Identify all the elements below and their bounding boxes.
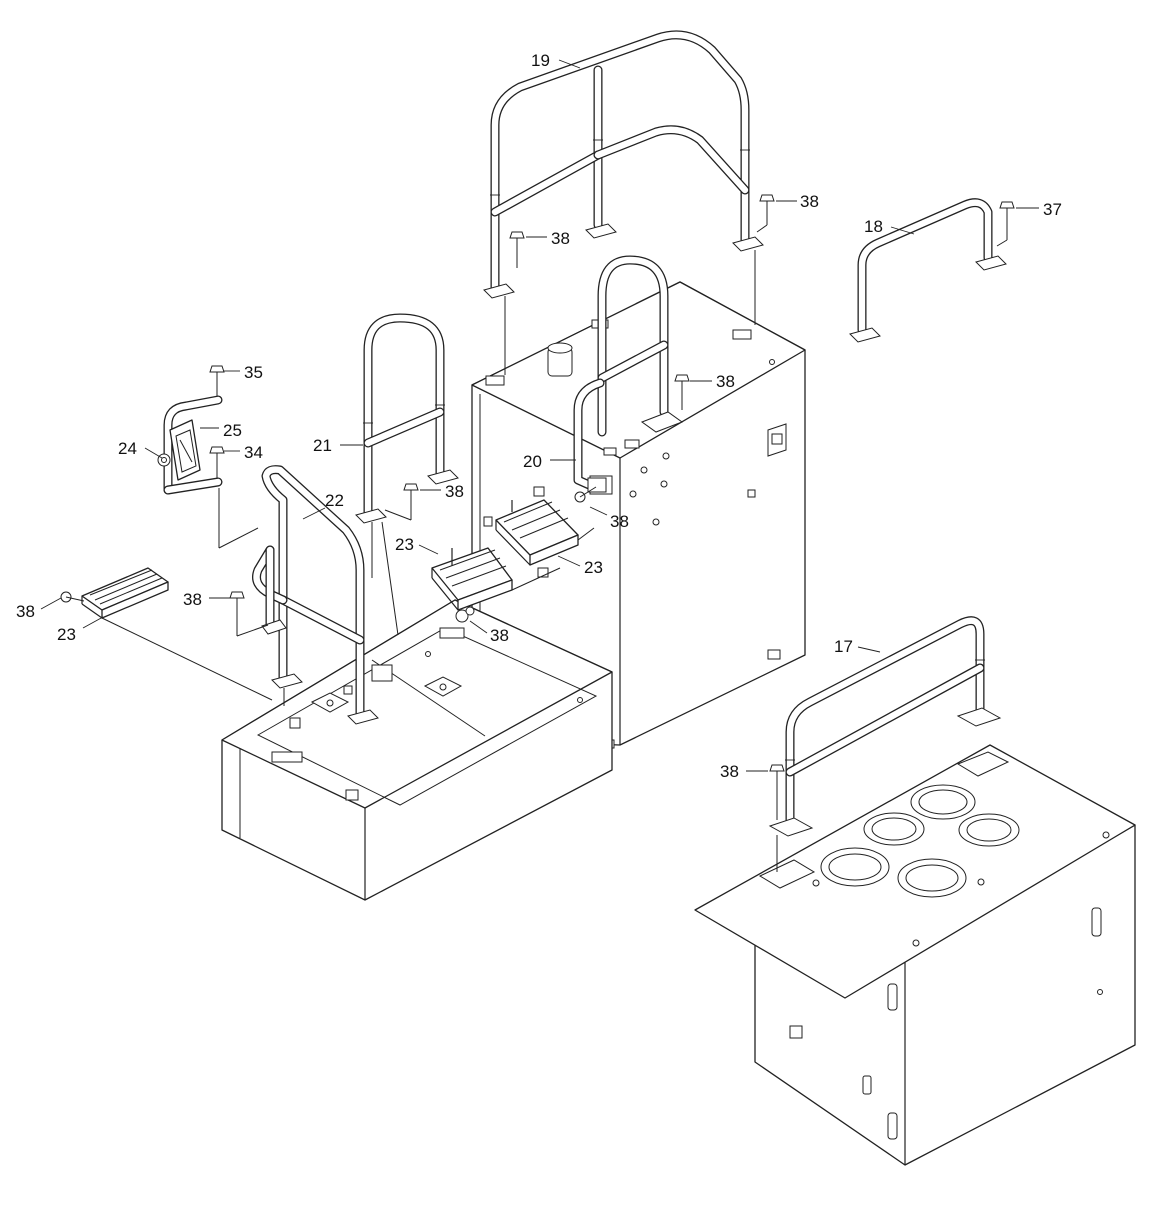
step-23-middle xyxy=(431,547,513,611)
callout-25: 25 xyxy=(223,421,242,440)
callout-19: 19 xyxy=(531,51,550,70)
callout-35: 35 xyxy=(244,363,263,382)
handrail-22 xyxy=(252,465,379,725)
callout-34: 34 xyxy=(244,443,263,462)
tall-cabinet xyxy=(471,281,806,749)
callout-20: 20 xyxy=(523,452,542,471)
low-left-box xyxy=(221,599,613,901)
bolt-38g xyxy=(60,591,85,603)
step-23-left xyxy=(81,567,169,619)
handrail-20 xyxy=(573,255,684,493)
callout-38: 38 xyxy=(720,762,739,781)
callout-38: 38 xyxy=(800,192,819,211)
handrail-18 xyxy=(849,198,1007,343)
handrail-21 xyxy=(355,313,459,636)
bolt-37 xyxy=(996,201,1015,247)
callout-38: 38 xyxy=(551,229,570,248)
callout-23: 23 xyxy=(584,558,603,577)
bolt-38a xyxy=(509,231,525,268)
callout-38: 38 xyxy=(16,602,35,621)
callout-38: 38 xyxy=(183,590,202,609)
handrail-17 xyxy=(768,616,1002,872)
callout-38: 38 xyxy=(490,626,509,645)
callout-18: 18 xyxy=(864,217,883,236)
callout-37: 37 xyxy=(1043,200,1062,219)
right-cabinet xyxy=(694,744,1136,1166)
mirror-assembly xyxy=(157,395,259,549)
callout-23: 23 xyxy=(57,625,76,644)
bolt-38f xyxy=(229,591,269,637)
bolt-38c xyxy=(674,374,690,410)
callout-38: 38 xyxy=(610,512,629,531)
bolt-38e xyxy=(574,486,597,503)
assembly-lines xyxy=(101,527,595,706)
callout-23: 23 xyxy=(395,535,414,554)
bolt-38i xyxy=(769,764,785,820)
bolt-38h xyxy=(455,606,475,623)
bolt-35 xyxy=(209,365,225,396)
callout-22: 22 xyxy=(325,491,344,510)
leader-lines xyxy=(40,59,1039,772)
step-23-right xyxy=(495,499,579,566)
bolt-34 xyxy=(209,446,225,478)
callout-labels: 19 18 37 38 38 38 38 38 38 38 38 38 35 2… xyxy=(16,51,1062,781)
bolt-group xyxy=(60,194,1015,820)
callout-38: 38 xyxy=(445,482,464,501)
bolt-38b xyxy=(756,194,775,233)
callout-21: 21 xyxy=(313,436,332,455)
handrail-19 xyxy=(483,30,764,375)
callout-24: 24 xyxy=(118,439,137,458)
callout-17: 17 xyxy=(834,637,853,656)
callout-38: 38 xyxy=(716,372,735,391)
bolt-38d xyxy=(384,483,419,521)
